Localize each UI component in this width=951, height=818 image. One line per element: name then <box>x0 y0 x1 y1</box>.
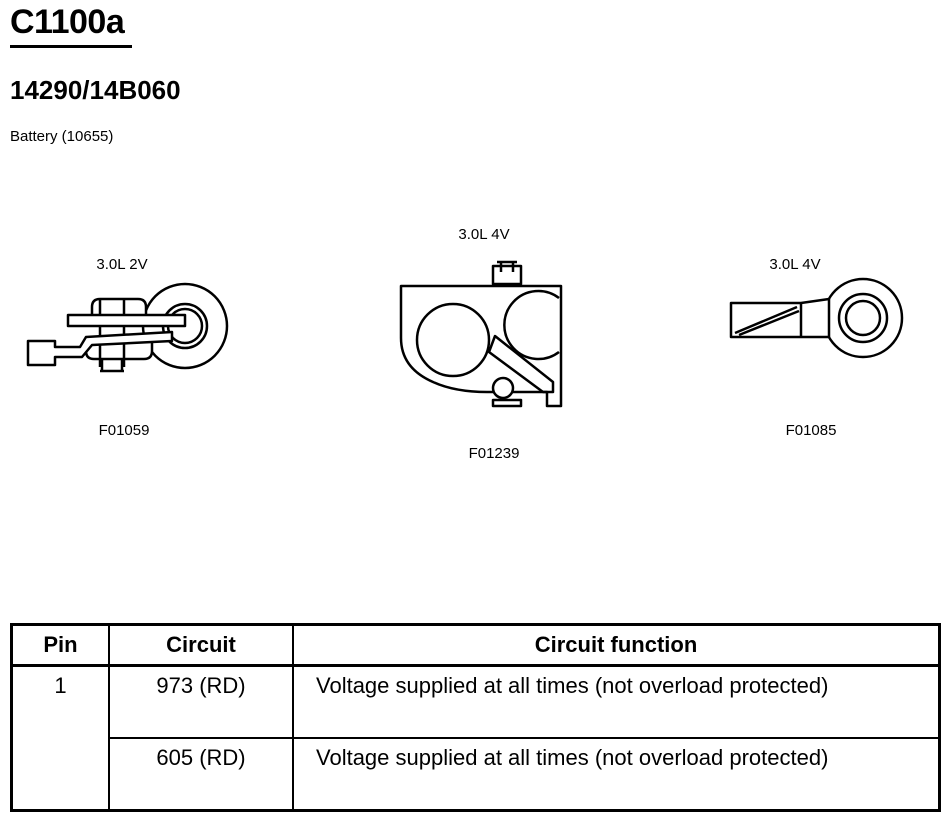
connector-3-variant: 3.0L 4V <box>769 256 821 273</box>
circuit-code: 605 (RD) <box>108 737 294 812</box>
pin-column-header: Pin <box>10 623 110 667</box>
battery-terminal-junction-block-icon <box>399 260 563 408</box>
connector-title: C1100a <box>10 3 125 41</box>
table-row: 605 (RD) Voltage supplied at all times (… <box>12 737 941 812</box>
circuit-column-header: Circuit <box>108 623 294 667</box>
connector-3-figure-code: F01085 <box>785 422 837 439</box>
pin-number: 1 <box>10 664 110 812</box>
battery-terminal-clamp-icon <box>26 282 229 373</box>
circuit-function: Voltage supplied at all times (not overl… <box>292 737 941 812</box>
part-number: 14290/14B060 <box>10 75 181 105</box>
connector-1-figure-code: F01059 <box>98 422 150 439</box>
connector-2-figure-code: F01239 <box>468 445 520 462</box>
battery-ring-terminal-icon <box>729 277 904 359</box>
circuit-code: 973 (RD) <box>108 664 294 739</box>
table-header-row: Pin Circuit Circuit function <box>10 623 941 667</box>
table-row: 1 973 (RD) Voltage supplied at all times… <box>10 664 941 812</box>
connector-1-variant: 3.0L 2V <box>96 256 148 273</box>
circuit-function: Voltage supplied at all times (not overl… <box>292 664 941 739</box>
title-underline <box>10 45 132 48</box>
pin-table: Pin Circuit Circuit function 1 973 (RD) … <box>10 623 941 812</box>
connector-2-variant: 3.0L 4V <box>458 226 510 243</box>
component-name: Battery (10655) <box>10 128 114 145</box>
function-column-header: Circuit function <box>292 623 941 667</box>
